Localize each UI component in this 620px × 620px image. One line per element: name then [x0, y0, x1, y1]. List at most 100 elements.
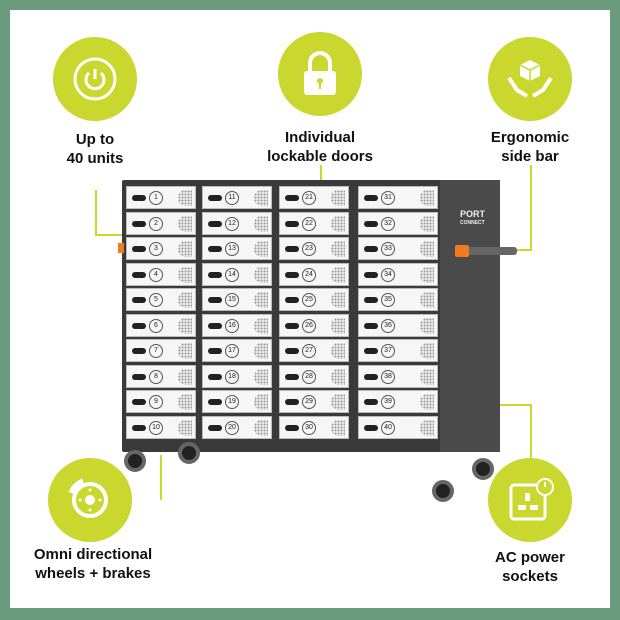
- locker-door[interactable]: 3: [126, 237, 196, 260]
- locker-door[interactable]: 40: [358, 415, 438, 439]
- door-number: 21: [302, 191, 316, 205]
- locker-door[interactable]: 38: [358, 364, 438, 388]
- caster-wheel: [124, 450, 146, 472]
- brand-subname: CONNECT: [460, 220, 485, 226]
- keypad-lock-icon: [208, 220, 222, 227]
- locker-door[interactable]: 14: [202, 262, 272, 286]
- locker-door[interactable]: 30: [279, 415, 349, 439]
- locker-door[interactable]: 7: [126, 339, 196, 362]
- vent-icon: [420, 241, 434, 257]
- label-line: Up to: [75, 131, 115, 148]
- locker-door[interactable]: 36: [358, 313, 438, 337]
- locker-door[interactable]: 35: [358, 288, 438, 311]
- keypad-lock-icon: [208, 246, 222, 252]
- keypad-lock-icon: [364, 322, 378, 329]
- keypad-lock-icon: [364, 195, 378, 201]
- locker-door[interactable]: 5: [126, 288, 196, 311]
- keypad-lock-icon: [132, 195, 146, 201]
- vent-icon: [178, 266, 192, 283]
- door-number: 8: [149, 369, 163, 384]
- door-number: 32: [381, 216, 395, 231]
- vent-icon: [178, 419, 192, 436]
- label-line: sockets: [502, 568, 558, 585]
- door-number: 28: [302, 369, 316, 384]
- door-number: 5: [149, 293, 163, 307]
- door-number: 11: [225, 191, 239, 205]
- locker-door[interactable]: 29: [279, 390, 349, 413]
- locker-door[interactable]: 18: [202, 364, 272, 388]
- locker-door[interactable]: 34: [358, 262, 438, 286]
- locker-door[interactable]: 12: [202, 211, 272, 235]
- vent-icon: [420, 215, 434, 232]
- locker-door[interactable]: 4: [126, 262, 196, 286]
- locker-door[interactable]: 24: [279, 262, 349, 286]
- locker-door[interactable]: 6: [126, 313, 196, 337]
- locker-door[interactable]: 32: [358, 211, 438, 235]
- locker-door[interactable]: 21: [279, 186, 349, 209]
- locker-door[interactable]: 17: [202, 339, 272, 362]
- locker-door[interactable]: 26: [279, 313, 349, 337]
- door-number: 22: [302, 216, 316, 231]
- locker-door[interactable]: 9: [126, 390, 196, 413]
- keypad-lock-icon: [208, 322, 222, 329]
- vent-icon: [420, 266, 434, 283]
- locker-door[interactable]: 19: [202, 390, 272, 413]
- locker-door[interactable]: 37: [358, 339, 438, 362]
- locker-door[interactable]: 16: [202, 313, 272, 337]
- door-number: 19: [225, 395, 239, 409]
- label-line: Ergonomic: [490, 129, 570, 146]
- locker-door[interactable]: 11: [202, 186, 272, 209]
- vent-icon: [331, 394, 345, 410]
- keypad-lock-icon: [132, 348, 146, 354]
- keypad-lock-icon: [132, 424, 146, 431]
- vent-icon: [331, 317, 345, 334]
- keypad-lock-icon: [285, 297, 299, 303]
- vent-icon: [178, 241, 192, 257]
- locker-door[interactable]: 22: [279, 211, 349, 235]
- door-number: 12: [225, 216, 239, 231]
- locker-door[interactable]: 1: [126, 186, 196, 209]
- keypad-lock-icon: [132, 271, 146, 278]
- label-line: Individual: [284, 129, 355, 146]
- keypad-lock-icon: [364, 246, 378, 252]
- locker-door[interactable]: 20: [202, 415, 272, 439]
- keypad-lock-icon: [285, 195, 299, 201]
- vent-icon: [420, 368, 434, 385]
- vent-icon: [420, 394, 434, 410]
- door-number: 29: [302, 395, 316, 409]
- door-number: 4: [149, 267, 163, 282]
- locker-door[interactable]: 27: [279, 339, 349, 362]
- locker-door[interactable]: 23: [279, 237, 349, 260]
- caster-wheel: [472, 458, 494, 480]
- locker-door[interactable]: 8: [126, 364, 196, 388]
- keypad-lock-icon: [285, 220, 299, 227]
- vent-icon: [178, 317, 192, 334]
- keypad-lock-icon: [132, 399, 146, 405]
- locker-door[interactable]: 39: [358, 390, 438, 413]
- connector-line: [95, 190, 97, 235]
- keypad-lock-icon: [208, 348, 222, 354]
- vent-icon: [178, 190, 192, 206]
- door-number: 3: [149, 242, 163, 256]
- locker-door[interactable]: 28: [279, 364, 349, 388]
- door-number: 25: [302, 293, 316, 307]
- door-number: 37: [381, 344, 395, 358]
- vent-icon: [254, 215, 268, 232]
- door-number: 36: [381, 318, 395, 333]
- locker-door[interactable]: 25: [279, 288, 349, 311]
- locker-door[interactable]: 33: [358, 237, 438, 260]
- locker-door[interactable]: 15: [202, 288, 272, 311]
- locker-door[interactable]: 2: [126, 211, 196, 235]
- vent-icon: [254, 368, 268, 385]
- locker-door[interactable]: 31: [358, 186, 438, 209]
- locker-door[interactable]: 10: [126, 415, 196, 439]
- vent-icon: [420, 419, 434, 436]
- door-number: 17: [225, 344, 239, 358]
- locker-door[interactable]: 13: [202, 237, 272, 260]
- handle-cap: [455, 245, 469, 257]
- vent-icon: [254, 292, 268, 308]
